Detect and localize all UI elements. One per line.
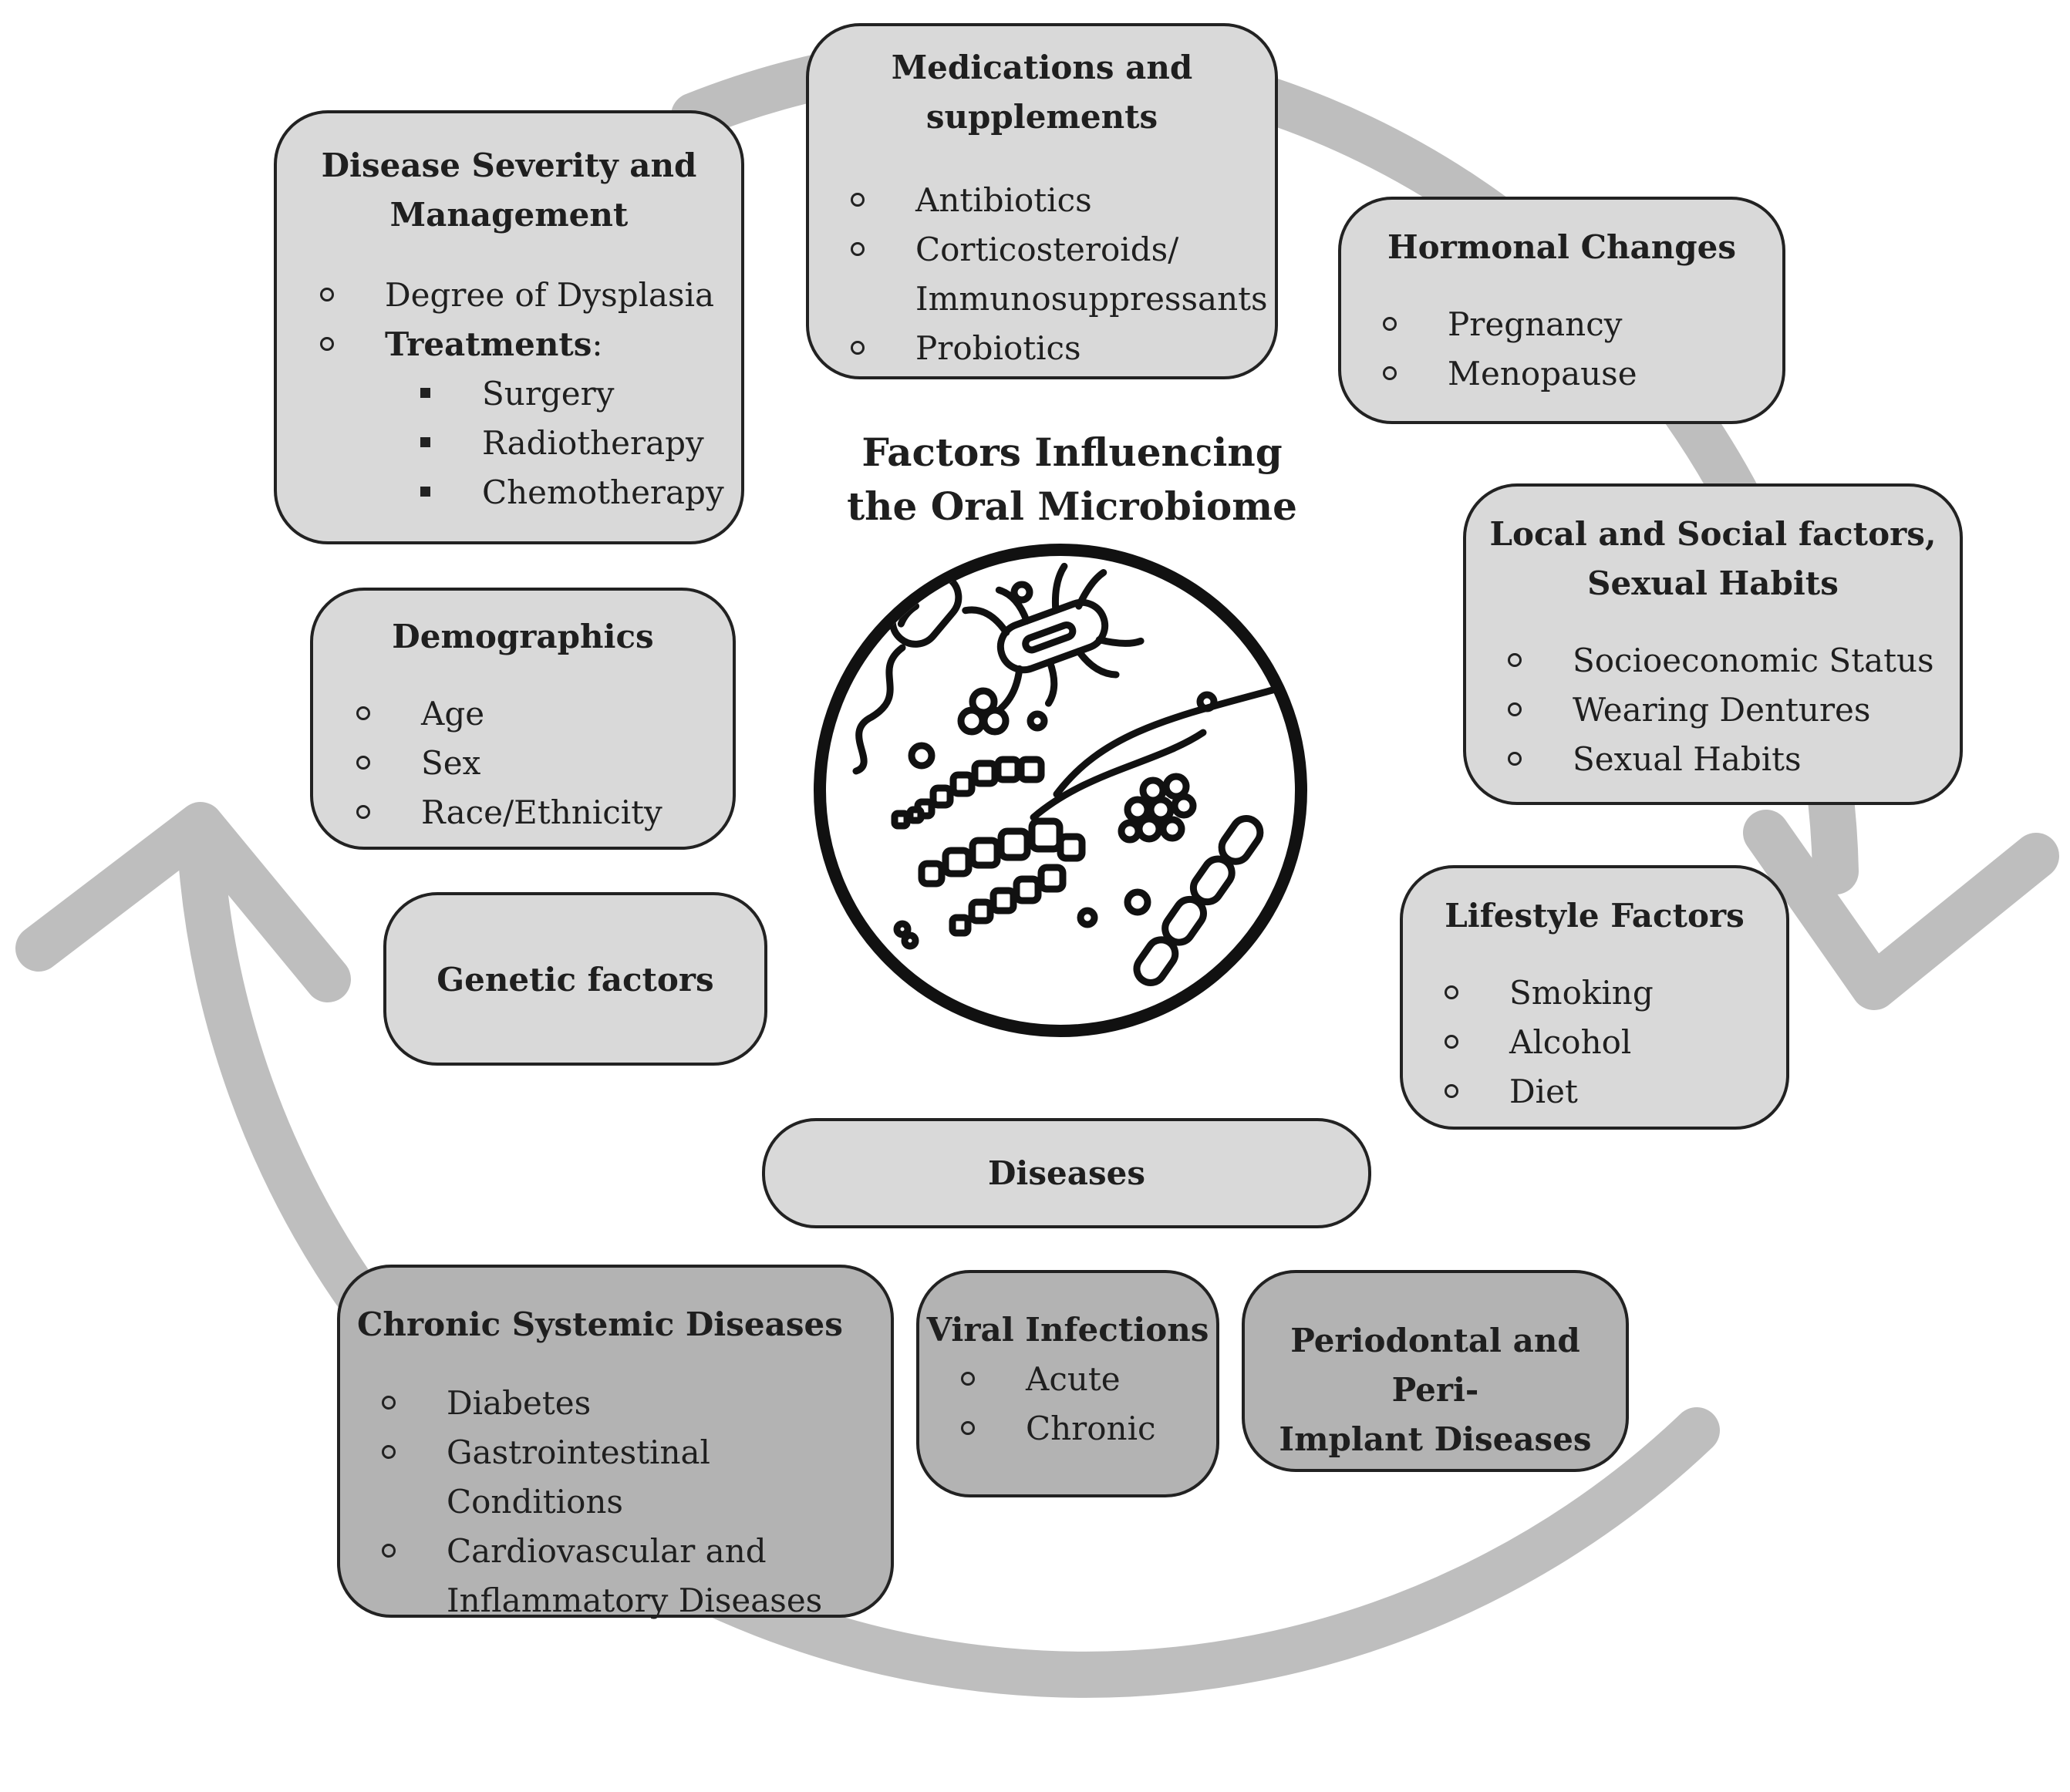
upper-arrowhead (1743, 810, 2059, 1010)
periodontal-title-line2: Implant Diseases (1279, 1420, 1592, 1458)
local-social-title-line2: Sexual Habits (1587, 564, 1839, 602)
medications-box: Medications and supplements Antibiotics … (806, 23, 1278, 379)
local-social-list: Socioeconomic Status Wearing Dentures Se… (1506, 636, 1960, 784)
diseases-box: Diseases (762, 1118, 1371, 1228)
list-item-line2: Immunosuppressants (915, 280, 1268, 318)
list-item: Pregnancy (1381, 300, 1782, 349)
hormonal-list: Pregnancy Menopause (1381, 300, 1782, 399)
list-item: Diet (1443, 1067, 1786, 1117)
list-item: Cardiovascular and Inflammatory Diseases (380, 1527, 891, 1625)
list-item: Acute (959, 1355, 1216, 1404)
list-item: Sexual Habits (1506, 735, 1960, 784)
list-item: Corticosteroids/ Immunosuppressants (849, 225, 1275, 324)
disease-severity-box: Disease Severity and Management Degree o… (274, 110, 744, 544)
hormonal-title: Hormonal Changes (1387, 228, 1737, 266)
list-item: Surgery (416, 369, 741, 419)
list-item: Treatments: (319, 320, 741, 369)
lifestyle-title: Lifestyle Factors (1445, 897, 1745, 935)
list-item: Radiotherapy (416, 419, 741, 468)
lifestyle-box: Lifestyle Factors Smoking Alcohol Diet (1400, 865, 1789, 1130)
chronic-systemic-list: Diabetes Gastrointestinal Conditions Car… (380, 1379, 891, 1625)
list-item: Antibiotics (849, 176, 1275, 225)
list-item: Menopause (1381, 349, 1782, 399)
genetic-title: Genetic factors (437, 961, 714, 999)
viral-infections-title: Viral Infections (926, 1311, 1209, 1349)
medications-list: Antibiotics Corticosteroids/ Immunosuppr… (849, 176, 1275, 373)
viral-infections-box: Viral Infections Acute Chronic (916, 1270, 1219, 1497)
treatments-list: Surgery Radiotherapy Chemotherapy (416, 369, 741, 517)
diseases-title: Diseases (988, 1154, 1145, 1192)
bacteria-microscope-icon (814, 544, 1307, 1037)
viral-infections-list: Acute Chronic (959, 1355, 1216, 1453)
local-social-title: Local and Social factors, Sexual Habits (1466, 510, 1960, 608)
disease-severity-list: Degree of Dysplasia Treatments: (319, 271, 741, 369)
disease-severity-title-line1: Disease Severity and (321, 147, 697, 184)
list-item: Socioeconomic Status (1506, 636, 1960, 685)
center-title-line2: the Oral Microbiome (847, 483, 1297, 529)
genetic-box: Genetic factors (383, 892, 767, 1066)
chronic-systemic-title: Chronic Systemic Diseases (357, 1305, 843, 1343)
center-title-line1: Factors Influencing (861, 429, 1283, 475)
list-item: Smoking (1443, 968, 1786, 1018)
disease-severity-title-line2: Management (389, 196, 629, 234)
periodontal-title-line1: Periodontal and Peri- (1290, 1322, 1580, 1409)
lifestyle-list: Smoking Alcohol Diet (1443, 968, 1786, 1117)
lower-arrowhead (15, 802, 351, 1002)
local-social-title-line1: Local and Social factors, (1489, 515, 1937, 553)
demographics-title: Demographics (392, 618, 654, 655)
treatments-colon: : (592, 325, 603, 363)
list-item: Age (355, 689, 733, 739)
medications-title-line1: Medications and (891, 49, 1193, 86)
treatments-label: Treatments (385, 325, 592, 363)
list-item-line2: Inflammatory Diseases (447, 1581, 823, 1619)
list-item: Chronic (959, 1404, 1216, 1453)
demographics-box: Demographics Age Sex Race/Ethnicity (310, 588, 736, 850)
list-item: Race/Ethnicity (355, 788, 733, 837)
list-item: Gastrointestinal Conditions (380, 1428, 891, 1527)
list-item-line1: Corticosteroids/ (915, 231, 1179, 268)
medications-title-line2: supplements (925, 98, 1158, 136)
list-item: Wearing Dentures (1506, 685, 1960, 735)
list-item: Degree of Dysplasia (319, 271, 741, 320)
center-title: Factors Influencing the Oral Microbiome (802, 426, 1342, 534)
list-item: Chemotherapy (416, 468, 741, 517)
list-item: Diabetes (380, 1379, 891, 1428)
chronic-systemic-box: Chronic Systemic Diseases Diabetes Gastr… (337, 1265, 894, 1619)
list-item: Probiotics (849, 324, 1275, 373)
hormonal-box: Hormonal Changes Pregnancy Menopause (1338, 197, 1785, 424)
local-social-box: Local and Social factors, Sexual Habits … (1463, 483, 1963, 805)
periodontal-title: Periodontal and Peri- Implant Diseases (1245, 1316, 1626, 1464)
demographics-list: Age Sex Race/Ethnicity (355, 689, 733, 837)
disease-severity-title: Disease Severity and Management (277, 141, 741, 240)
periodontal-box: Periodontal and Peri- Implant Diseases (1242, 1270, 1629, 1472)
list-item: Alcohol (1443, 1018, 1786, 1067)
list-item: Sex (355, 739, 733, 788)
list-item-line1: Cardiovascular and (447, 1532, 767, 1570)
medications-title: Medications and supplements (809, 43, 1275, 142)
